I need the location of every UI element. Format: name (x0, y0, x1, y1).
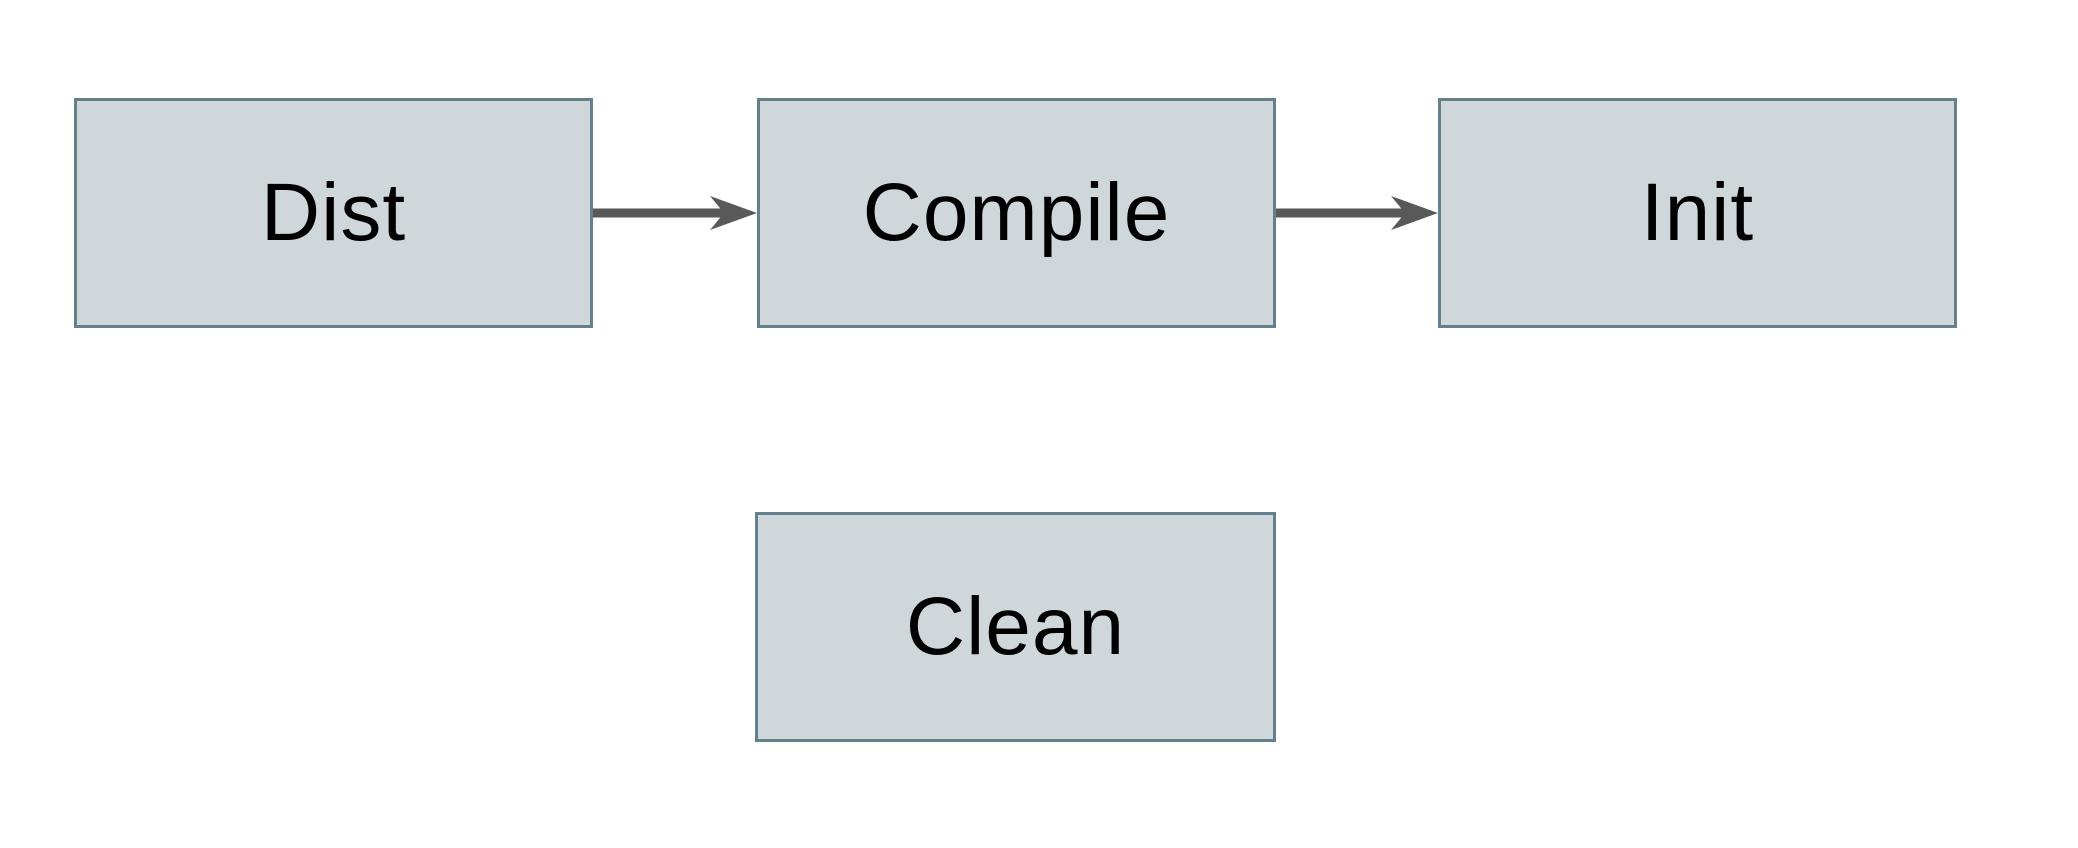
node-init-label: Init (1640, 167, 1755, 258)
connector-arrow-dist-to-compile (593, 196, 757, 230)
node-init[interactable]: Init (1438, 98, 1957, 328)
connector-arrow-compile-to-init (1276, 196, 1438, 230)
node-compile-label: Compile (862, 167, 1171, 258)
node-clean[interactable]: Clean (755, 512, 1276, 742)
node-compile[interactable]: Compile (757, 98, 1276, 328)
arrowhead-icon (710, 196, 757, 230)
node-clean-label: Clean (905, 581, 1126, 672)
arrowhead-icon (1391, 196, 1438, 230)
node-dist-label: Dist (260, 167, 407, 258)
node-dist[interactable]: Dist (74, 98, 593, 328)
